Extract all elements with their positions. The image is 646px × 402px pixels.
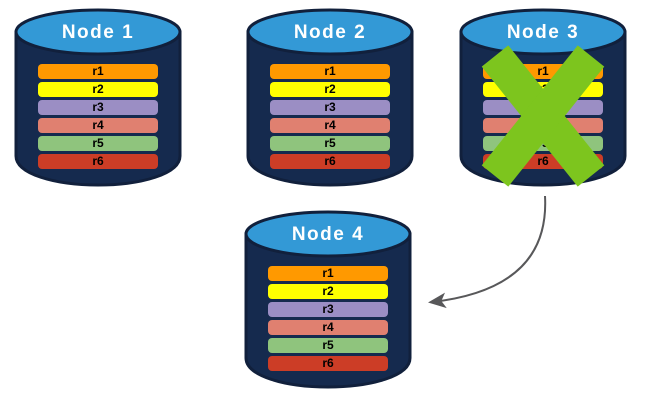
data-row: r5	[483, 136, 603, 151]
data-row: r4	[268, 320, 388, 335]
data-row: r2	[38, 82, 158, 97]
cylinder-top	[246, 8, 414, 56]
data-row: r1	[270, 64, 390, 79]
data-row: r3	[483, 100, 603, 115]
data-row: r3	[38, 100, 158, 115]
data-row: r6	[268, 356, 388, 371]
data-row-stack: r1 r2 r3 r4 r5 r6	[38, 64, 158, 169]
data-row: r1	[268, 266, 388, 281]
data-row: r1	[483, 64, 603, 79]
data-row: r3	[268, 302, 388, 317]
data-row-stack: r1 r2 r3 r4 r5 r6	[268, 266, 388, 371]
data-row: r4	[483, 118, 603, 133]
data-row: r4	[38, 118, 158, 133]
data-row-stack: r1 r2 r3 r4 r5 r6	[270, 64, 390, 169]
data-row: r5	[268, 338, 388, 353]
cylinder-top	[459, 8, 627, 56]
data-row-stack: r1 r2 r3 r4 r5 r6	[483, 64, 603, 169]
cylinder-top	[14, 8, 182, 56]
data-row: r5	[38, 136, 158, 151]
data-row: r5	[270, 136, 390, 151]
cylinder-top	[244, 210, 412, 258]
data-row: r1	[38, 64, 158, 79]
arrow-path	[428, 195, 547, 309]
data-row: r3	[270, 100, 390, 115]
data-row: r2	[483, 82, 603, 97]
data-row: r6	[38, 154, 158, 169]
data-row: r6	[270, 154, 390, 169]
data-row: r2	[268, 284, 388, 299]
data-row: r6	[483, 154, 603, 169]
data-row: r2	[270, 82, 390, 97]
data-row: r4	[270, 118, 390, 133]
